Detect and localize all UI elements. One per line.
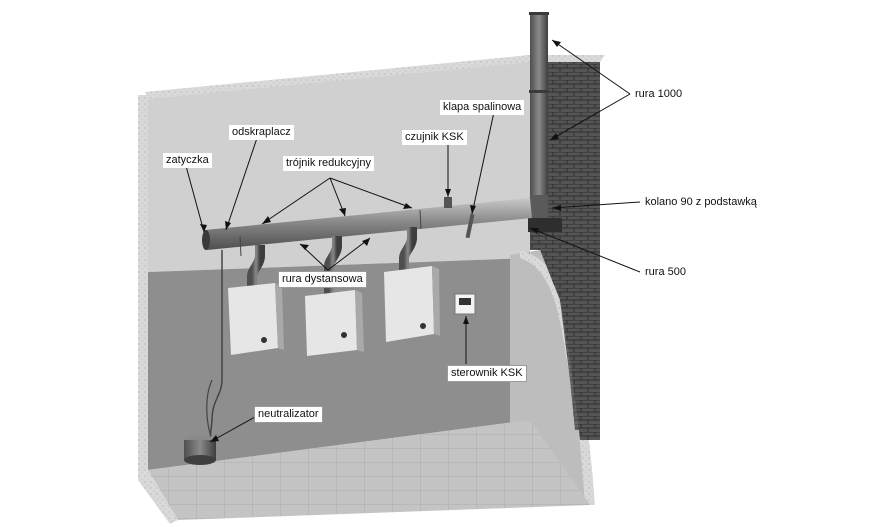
label-rura-dystansowa: rura dystansowa <box>278 271 367 288</box>
label-rura-500: rura 500 <box>645 266 686 278</box>
label-sterownik-ksk: sterownik KSK <box>447 365 527 382</box>
ksk-controller <box>454 293 476 315</box>
label-rura-1000: rura 1000 <box>635 88 683 100</box>
boiler-1 <box>228 283 284 355</box>
label-kolano-90: kolano 90 z podstawką <box>645 196 757 208</box>
ksk-sensor <box>444 197 452 208</box>
label-czujnik-ksk: czujnik KSK <box>402 130 467 145</box>
label-odskraplacz: odskraplacz <box>229 125 294 140</box>
condensate-hose <box>209 250 223 441</box>
floor <box>148 420 590 520</box>
leader-arrowheads <box>200 40 561 442</box>
floor-edge <box>138 470 178 524</box>
wall-top-edge <box>145 55 532 99</box>
flue-flap <box>465 213 475 239</box>
label-neutralizator: neutralizator <box>254 406 323 423</box>
chimney-face <box>548 80 585 430</box>
leader-lines <box>185 39 641 443</box>
neutralizer <box>184 435 216 465</box>
label-trojnik-redukcyjny: trójnik redukcyjny <box>283 156 374 171</box>
horizontal-flue-pipe <box>205 198 532 250</box>
boiler-2 <box>305 290 364 356</box>
label-klapa-spalinowa: klapa spalinowa <box>440 100 525 115</box>
vertical-flue-pipe <box>530 12 548 200</box>
boiler-3 <box>384 266 440 342</box>
left-wall-edge <box>138 95 148 480</box>
label-zatyczka: zatyczka <box>163 153 212 168</box>
